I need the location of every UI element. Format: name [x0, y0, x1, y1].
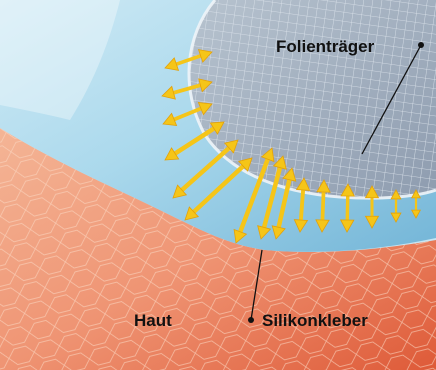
label-dot-carrier-film [418, 42, 424, 48]
label-dot-silicone-adhesive [248, 317, 254, 323]
label-carrier-film: Folienträger [276, 37, 375, 56]
label-silicone-adhesive: Silikonkleber [262, 311, 368, 330]
label-skin: Haut [134, 311, 172, 330]
